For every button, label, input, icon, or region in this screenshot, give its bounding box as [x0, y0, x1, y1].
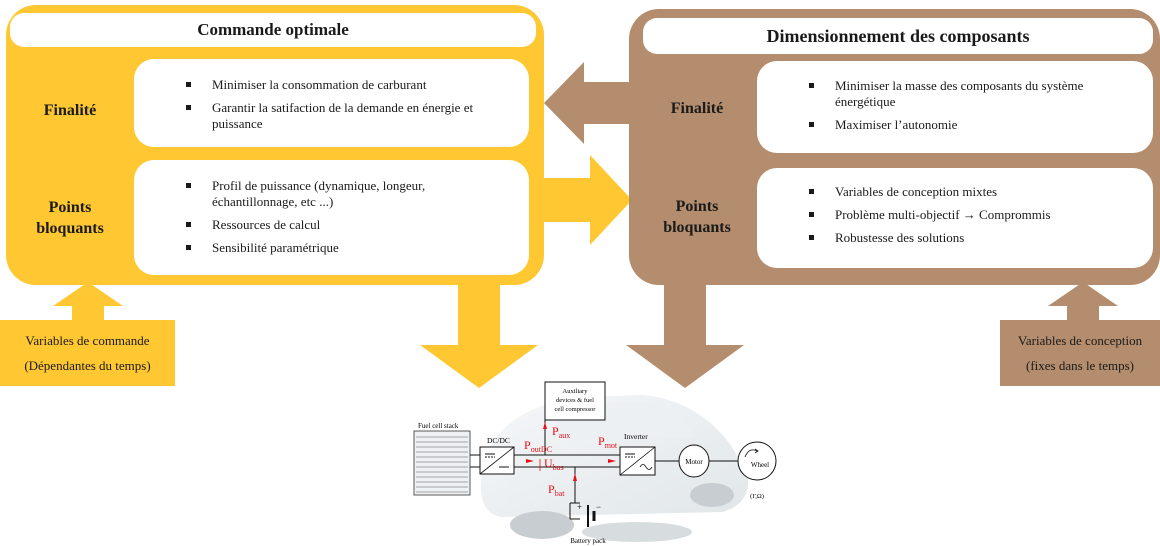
- list-item: Sensibilité paramétrique: [134, 240, 529, 256]
- bullet-icon: [809, 122, 814, 127]
- list-item: Minimiser la consommation de carburant: [134, 77, 529, 93]
- battery-plus: +: [577, 502, 582, 512]
- variables-conception-box: Variables de conception (fixes dans le t…: [1000, 320, 1160, 386]
- arrow-yellow-right: [535, 155, 632, 245]
- inverter-label: Inverter: [624, 432, 648, 441]
- battery-pack-icon: + − Battery pack: [569, 502, 606, 545]
- right-points-box: Variables de conception mixtes Problème …: [757, 168, 1153, 268]
- powertrain-diagram: Fuel cell stack DC/DC Auxiliary: [413, 381, 777, 545]
- right-finalite-label: Finalité: [670, 100, 724, 117]
- power-flow-labels: PoutDC Paux Pmot Ubus Pbat: [524, 422, 618, 498]
- p-mot-arrow-icon: [608, 459, 616, 463]
- bullet-icon: [186, 82, 191, 87]
- p-aux-label: Paux: [552, 424, 570, 440]
- left-panel-title: Commande optimale: [10, 13, 536, 47]
- bullet-icon: [186, 245, 191, 250]
- list-item: Maximiser l’autonomie: [757, 117, 1153, 133]
- list-item: Problème multi-objectif → Comprommis: [757, 207, 1153, 223]
- right-points-label-line1: Points: [675, 198, 719, 215]
- left-points-label: Points bloquants: [20, 197, 120, 239]
- aux-line1: Auxiliary: [563, 388, 589, 395]
- right-points-list: Variables de conception mixtes Problème …: [757, 168, 1153, 246]
- aux-line2: devices & fuel: [556, 397, 594, 404]
- torque-label: (Γ,Ω): [750, 493, 764, 500]
- left-finalite-label: Finalité: [43, 102, 97, 119]
- arrow-yellow-down: [420, 282, 538, 388]
- fuel-cell-label: Fuel cell stack: [418, 422, 459, 430]
- arrow-brown-down: [626, 282, 744, 388]
- aux-line3: cell compressor: [555, 406, 597, 413]
- bullet-icon: [809, 83, 814, 88]
- battery-minus: −: [596, 502, 601, 512]
- right-panel-title: Dimensionnement des composants: [643, 18, 1153, 54]
- left-points-list: Profil de puissance (dynamique, longeur,…: [134, 160, 529, 256]
- motor-label: Motor: [685, 458, 703, 466]
- p-bat-arrow-icon: [573, 473, 577, 481]
- list-item: Robustesse des solutions: [757, 230, 1153, 246]
- variables-commande-line1: Variables de commande: [25, 333, 150, 348]
- dcdc-label: DC/DC: [487, 436, 510, 445]
- left-points-box: Profil de puissance (dynamique, longeur,…: [134, 160, 529, 275]
- list-item: Profil de puissance (dynamique, longeur,…: [134, 178, 529, 210]
- right-points-label-line2: bloquants: [663, 219, 731, 236]
- bullet-icon: [809, 212, 814, 217]
- p-mot-label: Pmot: [598, 434, 618, 450]
- wheel-icon: Wheel (Γ,Ω): [737, 441, 777, 500]
- arrow-brown-left: [544, 62, 640, 144]
- auxiliary-devices-box: Auxiliary devices & fuel cell compressor: [544, 381, 606, 421]
- p-outdc-arrow-icon: [526, 459, 534, 463]
- motor-icon: Motor: [678, 444, 710, 478]
- dcdc-converter-icon: [479, 446, 515, 475]
- variables-conception-line1: Variables de conception: [1017, 333, 1143, 348]
- battery-label: Battery pack: [570, 537, 606, 545]
- left-finalite-box: Minimiser la consommation de carburant G…: [134, 59, 529, 147]
- list-item: Variables de conception mixtes: [757, 184, 1153, 200]
- left-points-label-line2: bloquants: [36, 220, 104, 237]
- arrow-yellow-up: [53, 282, 123, 322]
- p-bat-label: Pbat: [548, 482, 565, 498]
- list-item: Ressources de calcul: [134, 217, 529, 233]
- arrow-brown-up: [1048, 282, 1118, 322]
- right-finalite-list: Minimiser la masse des composants du sys…: [757, 61, 1153, 133]
- right-finalite-box: Minimiser la masse des composants du sys…: [757, 61, 1153, 153]
- wheel-label: Wheel: [751, 461, 769, 469]
- list-item: Minimiser la masse des composants du sys…: [757, 78, 1153, 110]
- bullet-icon: [186, 105, 191, 110]
- bullet-icon: [809, 189, 814, 194]
- p-outdc-label: PoutDC: [524, 438, 552, 454]
- fuel-cell-stack-icon: [413, 430, 471, 496]
- variables-commande-box: Variables de commande (Dépendantes du te…: [0, 320, 175, 386]
- list-item: Garantir la satifaction de la demande en…: [134, 100, 529, 132]
- inverter-icon: [619, 446, 656, 476]
- bullet-icon: [809, 235, 814, 240]
- bullet-icon: [186, 183, 191, 188]
- u-bus-label: Ubus: [544, 456, 564, 472]
- left-points-label-line1: Points: [48, 199, 92, 216]
- car-silhouette: [480, 395, 749, 542]
- variables-conception-line2: (fixes dans le temps): [1026, 358, 1134, 373]
- bullet-icon: [186, 222, 191, 227]
- right-points-label: Points bloquants: [642, 196, 752, 238]
- p-aux-arrow-icon: [543, 422, 547, 429]
- variables-commande-line2: (Dépendantes du temps): [24, 358, 151, 373]
- left-finalite-list: Minimiser la consommation de carburant G…: [134, 59, 529, 132]
